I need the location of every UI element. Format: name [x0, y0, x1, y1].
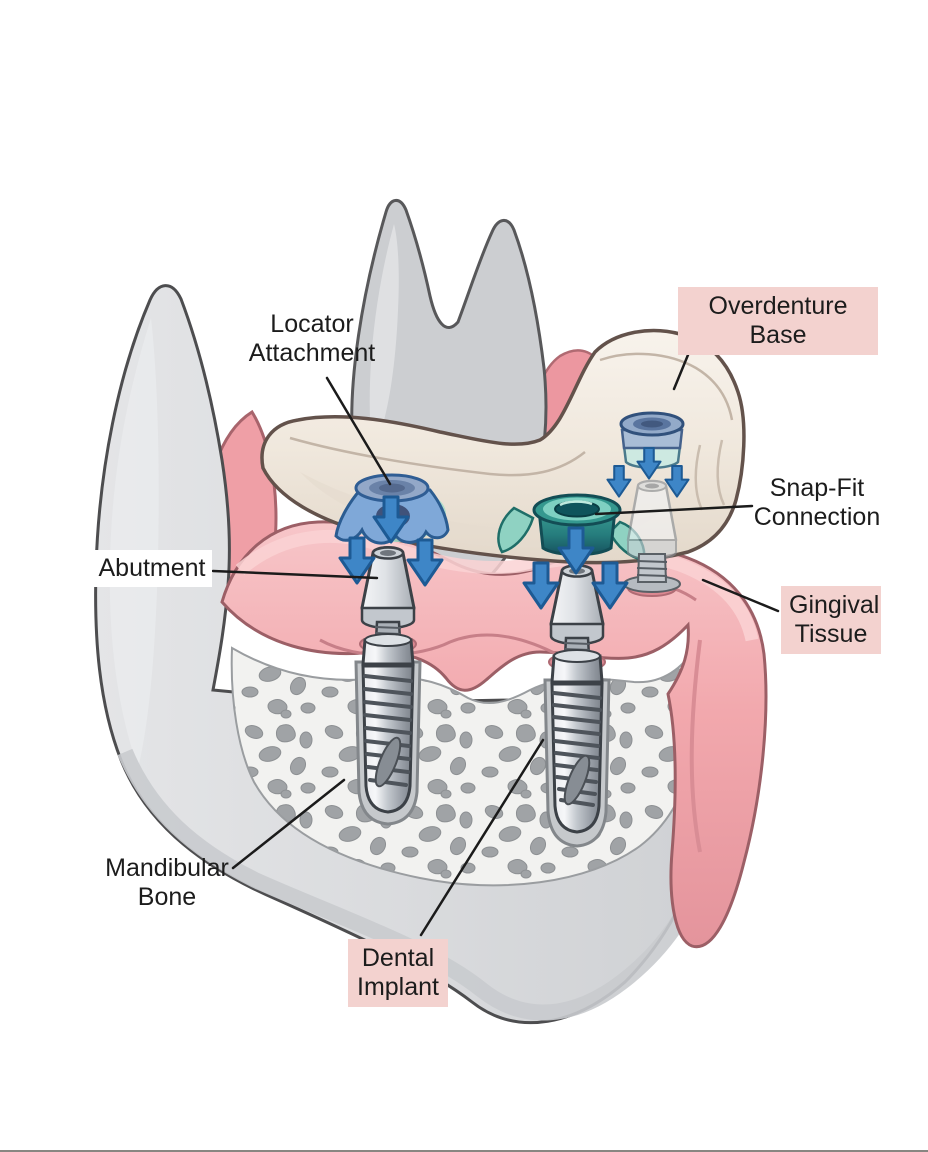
leader-mandibular-bone — [231, 778, 346, 870]
label-overdenture-base: Overdenture Base — [678, 287, 878, 355]
label-text: Overdenture Base — [708, 292, 848, 349]
gingiva-drape-fold — [689, 639, 702, 853]
label-text: Snap-Fit — [769, 474, 865, 502]
leader-gingival-tissue — [701, 578, 780, 613]
site-threads — [636, 560, 668, 577]
label-text: Attachment — [248, 339, 376, 367]
label-snap-fit-connection: Snap-Fit Connection — [727, 474, 907, 532]
leader-abutment — [211, 569, 379, 580]
denture-band-line — [289, 436, 586, 477]
screw-apical-slot — [563, 754, 591, 806]
gingiva-saddle — [220, 520, 768, 949]
third-site-implant-top — [623, 553, 681, 593]
label-mandibular-bone: Mandibular Bone — [77, 854, 257, 912]
leader-snap-fit — [594, 504, 754, 516]
leader-dental-implant — [419, 738, 545, 937]
collar-top — [553, 649, 601, 663]
label-text: Implant — [357, 973, 439, 1001]
cap-ring-center — [379, 483, 405, 493]
label-text: Dental — [361, 944, 435, 972]
leader-locator-attachment — [325, 376, 392, 486]
dental-implant-right — [543, 564, 611, 848]
image-bottom-edge — [0, 1150, 928, 1152]
abutment-bore — [380, 550, 396, 556]
ghost-bore — [645, 483, 659, 489]
ring-wing-left — [497, 506, 535, 554]
label-locator-attachment: Locator Attachment — [212, 310, 412, 368]
label-text: Bone — [137, 883, 197, 911]
label-text: Abutment — [98, 554, 206, 582]
denture-lobe-groove-1 — [694, 444, 704, 511]
label-abutment: Abutment — [92, 550, 212, 587]
label-text: Connection — [753, 503, 881, 531]
screw-apical-slot — [374, 736, 402, 788]
mandible-bottom-band — [117, 748, 712, 1021]
label-text: Mandibular — [105, 854, 229, 882]
leader-lines — [211, 331, 780, 937]
denture-lobe-groove-2 — [716, 439, 726, 506]
dental-implant-left — [354, 546, 422, 826]
label-text: Tissue — [794, 620, 868, 648]
housing-ring-center — [641, 420, 663, 428]
ring-hole-highlight — [559, 500, 593, 507]
mandible-highlight — [109, 318, 159, 768]
label-gingival-tissue: Gingival Tissue — [781, 586, 881, 654]
label-dental-implant: Dental Implant — [348, 939, 448, 1007]
gingiva-crease-1 — [319, 633, 561, 658]
gingiva-highlight — [235, 529, 759, 642]
label-text: Locator — [270, 310, 354, 338]
collar-top — [364, 633, 412, 647]
denture-lobe-rim — [599, 352, 734, 421]
label-text: Gingival — [789, 591, 880, 619]
